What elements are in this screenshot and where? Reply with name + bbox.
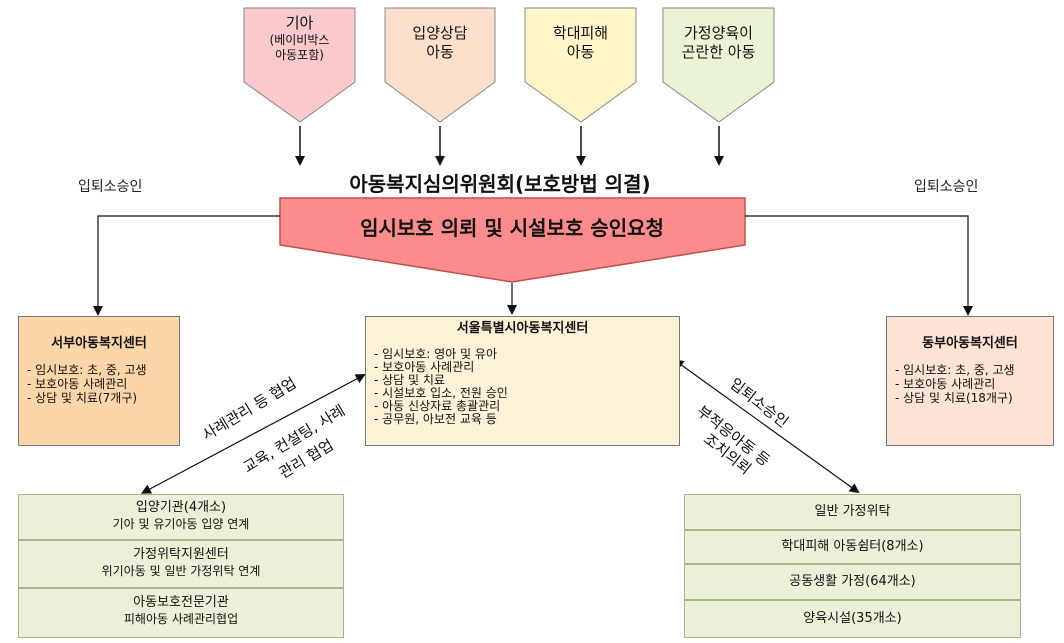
list-item: - 상담 및 치료(18개구) [895, 391, 1013, 405]
seoul-center-title: 서울특별시아동복지센터 [456, 321, 589, 336]
list-item: - 보호아동 사례관리 [27, 377, 128, 391]
pentagon-adoption [384, 7, 496, 123]
east-center-list: - 임시보호: 초, 중, 고생 - 보호아동 사례관리 - 상담 및 치료(1… [895, 363, 1045, 405]
list-item: - 임시보호: 초, 중, 고생 [895, 363, 1015, 377]
east-center-box: 동부아동복지센터 - 임시보호: 초, 중, 고생 - 보호아동 사례관리 - … [886, 316, 1054, 446]
child-protection-title: 아동보호전문기관 [133, 595, 229, 610]
west-center-list: - 임시보호: 초, 중, 고생 - 보호아동 사례관리 - 상담 및 치료(7… [27, 363, 171, 405]
child-protection-cell: 아동보호전문기관 피해아동 사례관리협업 [18, 588, 344, 638]
care-facility-title: 양육시설(35개소) [803, 611, 902, 626]
adoption-agency-cell: 입양기관(4개소) 기아 및 유기아동 입양 연계 [18, 494, 344, 540]
right-approval-note: 입퇴소승인 [914, 179, 979, 195]
adoption-agency-title: 입양기관(4개소) [135, 500, 227, 515]
list-item: - 임시보호: 초, 중, 고생 [27, 363, 147, 377]
adoption-agency-desc: 기아 및 유기아동 입양 연계 [112, 517, 250, 531]
left-approval-note: 입퇴소승인 [78, 179, 143, 195]
list-item: - 보호아동 사례관리 [895, 377, 996, 391]
list-item: - 임시보호: 영아 및 유아 [374, 347, 497, 361]
group-home-title: 공동생활 가정(64개소) [789, 574, 916, 589]
pentagon-abuse [524, 7, 637, 123]
seoul-center-box: 서울특별시아동복지센터 - 임시보호: 영아 및 유아 - 보호아동 사례관리 … [365, 316, 680, 446]
request-banner-label: 임시보호 의뢰 및 시설보호 승인요청 [360, 216, 664, 240]
committee-title: 아동복지심의위원회(보호방법 의결) [349, 172, 651, 196]
west-center-title: 서부아동복지센터 [51, 336, 147, 351]
pentagon-title: 기아 [285, 14, 314, 32]
request-banner [279, 197, 746, 283]
pentagon-difficult-label: 가정양육이 곤란한 아동 [681, 24, 756, 61]
general-foster-cell: 일반 가정위탁 [684, 494, 1021, 530]
pentagon-abandoned [243, 7, 356, 123]
list-item: - 상담 및 치료(7개구) [27, 391, 138, 405]
list-item: - 보호아동 사례관리 [374, 360, 475, 374]
foster-support-desc: 위기아동 및 일반 가정위탁 연계 [101, 564, 261, 578]
east-center-title: 동부아동복지센터 [922, 336, 1018, 351]
seoul-center-list: - 임시보호: 영아 및 유아 - 보호아동 사례관리 - 상담 및 치료 - … [374, 348, 671, 426]
west-center-box: 서부아동복지센터 - 임시보호: 초, 중, 고생 - 보호아동 사례관리 - … [18, 316, 180, 446]
foster-support-title: 가정위탁지원센터 [133, 547, 229, 562]
pentagon-subtitle: (베이비박스 아동포함) [269, 33, 330, 62]
abuse-shelter-cell: 학대피해 아동쉼터(8개소) [684, 530, 1021, 564]
general-foster-title: 일반 가정위탁 [814, 504, 891, 519]
list-item: - 시설보호 입소, 전원 승인 [374, 386, 508, 400]
foster-support-cell: 가정위탁지원센터 위기아동 및 일반 가정위탁 연계 [18, 540, 344, 588]
abuse-shelter-title: 학대피해 아동쉼터(8개소) [781, 539, 924, 554]
pentagon-abandoned-label: 기아 (베이비박스 아동포함) [244, 14, 355, 63]
pentagon-abuse-label: 학대피해 아동 [552, 24, 609, 61]
pentagon-adoption-label: 입양상담 아동 [412, 24, 468, 61]
list-item: - 상담 및 치료 [374, 373, 445, 387]
group-home-cell: 공동생활 가정(64개소) [684, 564, 1021, 600]
list-item: - 아동 신상자료 총괄관리 [374, 399, 501, 413]
care-facility-cell: 양육시설(35개소) [684, 600, 1021, 638]
pentagon-difficult [662, 7, 775, 123]
child-protection-desc: 피해아동 사례관리협업 [123, 612, 239, 626]
list-item: - 공무원, 아보전 교육 등 [374, 412, 497, 426]
